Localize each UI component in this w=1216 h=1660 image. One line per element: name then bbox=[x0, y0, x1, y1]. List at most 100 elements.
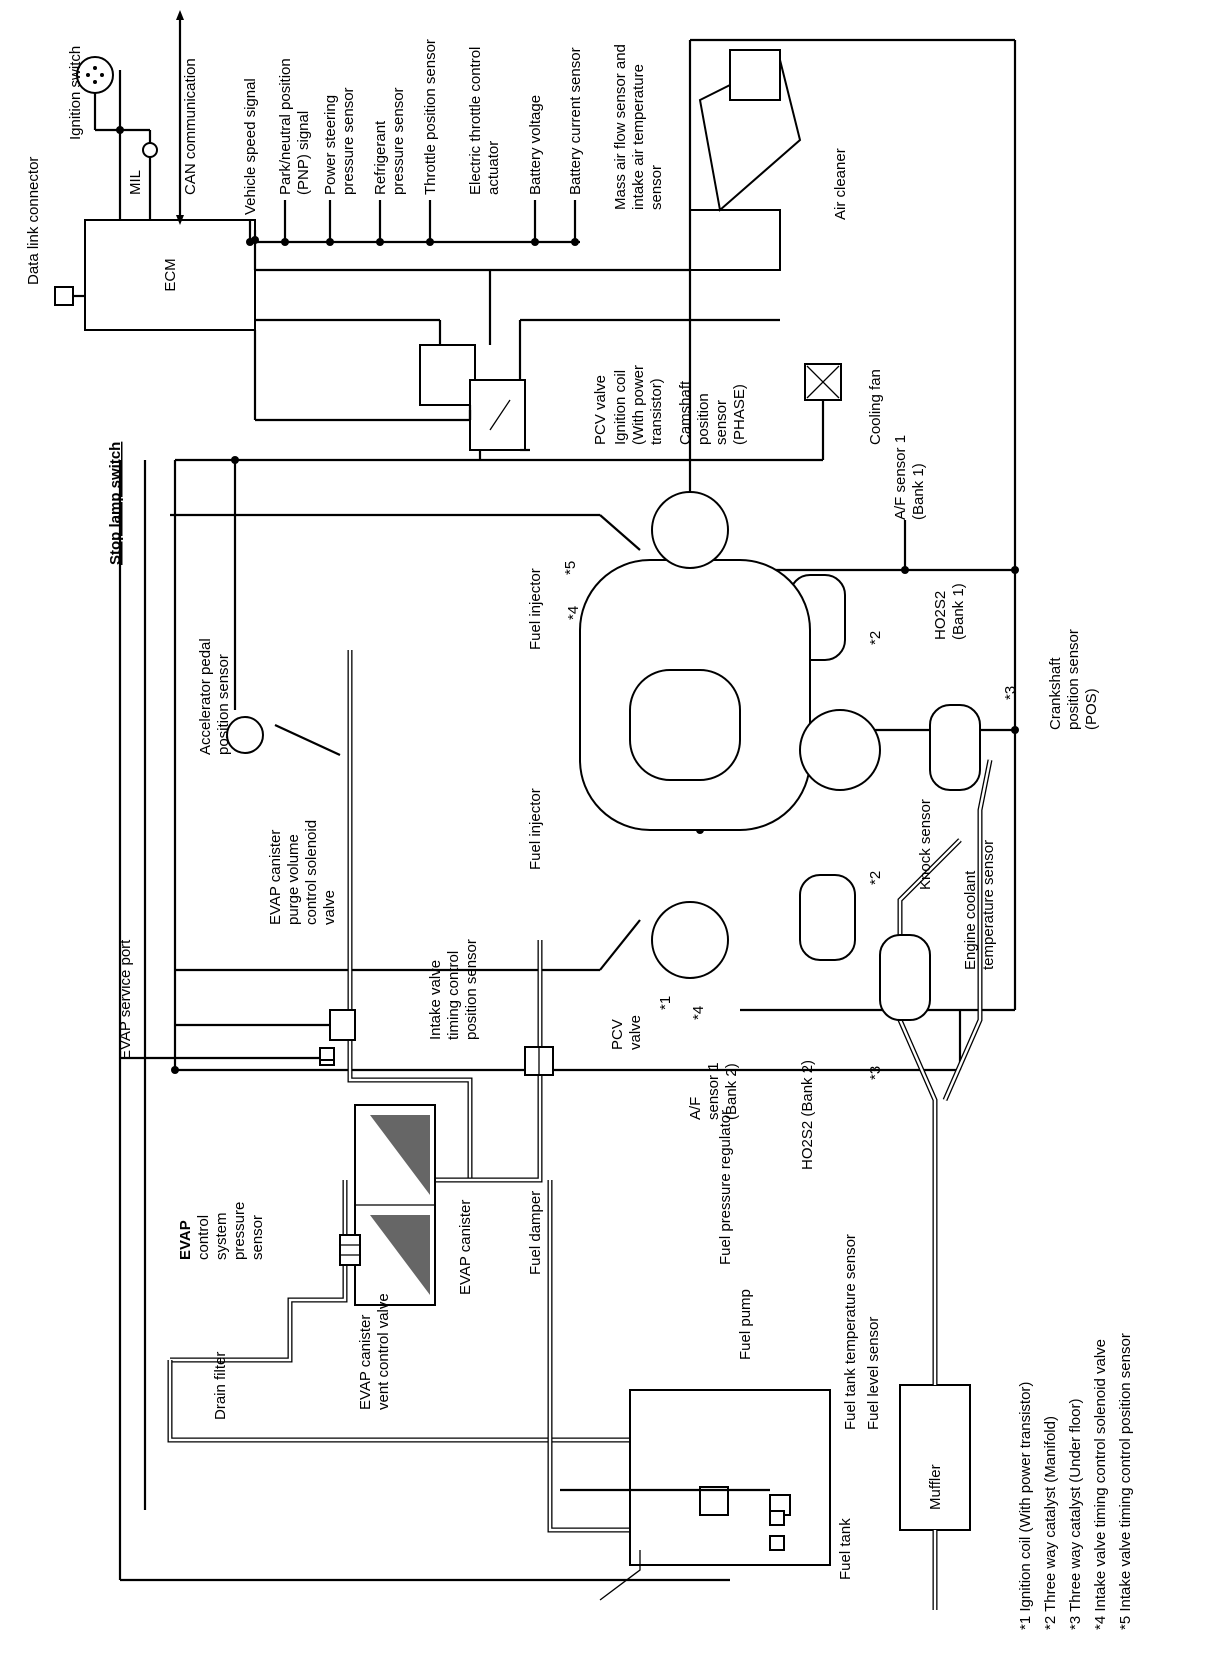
crankshaft-label-2: position sensor bbox=[1065, 629, 1082, 730]
ho2s2-bank1-label-a: HO2S2 bbox=[932, 591, 949, 640]
evap-service-port bbox=[319, 1047, 335, 1061]
note-star5: *5 bbox=[562, 561, 579, 575]
air-cleaner-label: Air cleaner bbox=[832, 148, 849, 220]
note-star3a: *3 bbox=[1002, 686, 1019, 700]
cylinder-bank2-icon bbox=[651, 901, 729, 979]
footnote-2: *2 Three way catalyst (Manifold) bbox=[1042, 1416, 1059, 1630]
evap-cs-label-3: system bbox=[213, 1212, 230, 1260]
ps-label-1: Power steering bbox=[322, 95, 339, 195]
evap-cs-label-4: pressure bbox=[231, 1202, 248, 1260]
fuel-injector-label-top: Fuel injector bbox=[527, 568, 544, 650]
tps-label: Throttle position sensor bbox=[422, 39, 439, 195]
fuel-pump-label: Fuel pump bbox=[737, 1289, 754, 1360]
muffler-label: Muffler bbox=[927, 1464, 944, 1510]
ho2s2-bank2-label: HO2S2 (Bank 2) bbox=[799, 1060, 816, 1170]
purge-label-4: valve bbox=[321, 890, 338, 925]
drain-filter-label: Drain filter bbox=[212, 1352, 229, 1420]
etc-label-2: actuator bbox=[485, 141, 502, 195]
af2-label-1: A/F bbox=[687, 1097, 704, 1120]
ect-label-1: Engine coolant bbox=[962, 870, 979, 970]
footnote-4: *4 Intake valve timing control solenoid … bbox=[1092, 1339, 1109, 1630]
crankshaft-icon bbox=[799, 709, 881, 791]
ivt-label-3: position sensor bbox=[463, 939, 480, 1040]
etc-label-1: Electric throttle control bbox=[467, 47, 484, 195]
note-star2b: *2 bbox=[867, 871, 884, 885]
knock-sensor-label: Knock sensor bbox=[917, 799, 934, 890]
footnote-5: *5 Intake valve timing control position … bbox=[1117, 1333, 1134, 1630]
ecm-box bbox=[84, 219, 256, 331]
af1-label-2: (Bank 1) bbox=[910, 463, 927, 520]
fuel-tank bbox=[629, 1389, 831, 1566]
fuel-tank-temp-label: Fuel tank temperature sensor bbox=[842, 1234, 859, 1430]
af2-label-2: sensor 1 bbox=[705, 1062, 722, 1120]
throttle-position-sensor-box bbox=[419, 344, 476, 406]
fuel-damper-label: Fuel damper bbox=[527, 1191, 544, 1275]
air-duct bbox=[689, 209, 781, 271]
battery-voltage-label: Battery voltage bbox=[527, 95, 544, 195]
note-star4a: *4 bbox=[565, 606, 582, 620]
ref-label-2: pressure sensor bbox=[390, 87, 407, 195]
camshaft-label-1: Camshaft bbox=[677, 380, 694, 445]
evap-cs-label-2: control bbox=[195, 1215, 212, 1260]
fuel-tank-temp-sensor bbox=[769, 1510, 785, 1526]
pcv-valve-label-2b: valve bbox=[627, 1015, 644, 1050]
footnotes: *1 Ignition coil (With power transistor)… bbox=[1017, 1333, 1134, 1630]
data-link-connector bbox=[54, 286, 74, 306]
catalyst-under-floor-bank2 bbox=[879, 934, 931, 1021]
note-star1: *1 bbox=[657, 996, 674, 1010]
air-cleaner-inlet bbox=[729, 49, 781, 101]
pnp-label-2: (PNP) signal bbox=[295, 111, 312, 195]
purge-label-1: EVAP canister bbox=[267, 830, 284, 925]
maf-label-1: Mass air flow sensor and bbox=[612, 44, 629, 210]
footnote-1: *1 Ignition coil (With power transistor) bbox=[1017, 1382, 1034, 1630]
camshaft-label-4: (PHASE) bbox=[731, 384, 748, 445]
note-star4b: *4 bbox=[690, 1006, 707, 1020]
app-label-2: position sensor bbox=[215, 654, 232, 755]
ect-label-2: temperature sensor bbox=[980, 840, 997, 970]
mil-label: MIL bbox=[127, 170, 144, 195]
ps-label-2: pressure sensor bbox=[340, 87, 357, 195]
purge-label-2: purge volume bbox=[285, 834, 302, 925]
af2-label-3: (Bank 2) bbox=[723, 1063, 740, 1120]
evap-purge-solenoid bbox=[329, 1009, 356, 1041]
vent-label-2: vent control valve bbox=[375, 1293, 392, 1410]
ignition-coil-label-3: transistor) bbox=[648, 378, 665, 445]
cooling-fan-label: Cooling fan bbox=[867, 369, 884, 445]
evap-canister-label: EVAP canister bbox=[457, 1200, 474, 1295]
fuel-level-sensor bbox=[769, 1535, 785, 1551]
evap-cs-label-5: sensor bbox=[249, 1215, 266, 1260]
purge-label-3: control solenoid bbox=[303, 820, 320, 925]
note-star2a: *2 bbox=[867, 631, 884, 645]
pcv-valve-label-1: PCV valve bbox=[592, 375, 609, 445]
ivt-label-2: timing control bbox=[445, 951, 462, 1040]
evap-cs-label-1: EVAP bbox=[177, 1220, 194, 1260]
af1-label-1: A/F sensor 1 bbox=[892, 435, 909, 520]
catalyst-under-floor-bank1 bbox=[929, 704, 981, 791]
camshaft-label-2: position bbox=[695, 393, 712, 445]
ho2s2-bank1-label-b: (Bank 1) bbox=[950, 583, 967, 640]
fpr-label: Fuel pressure regulator bbox=[717, 1110, 734, 1265]
footnote-3: *3 Three way catalyst (Under floor) bbox=[1067, 1399, 1084, 1630]
fuel-tank-label: Fuel tank bbox=[837, 1518, 854, 1580]
note-star3b: *3 bbox=[867, 1066, 884, 1080]
intake-plenum bbox=[629, 669, 741, 781]
ignition-coil-label-1: Ignition coil bbox=[612, 370, 629, 445]
fuel-injector-label-bottom: Fuel injector bbox=[527, 788, 544, 870]
mil-lamp-icon bbox=[142, 142, 158, 158]
ignition-coil-label-2: (With power bbox=[630, 365, 647, 445]
crankshaft-label-1: Crankshaft bbox=[1047, 657, 1064, 730]
ivt-label-1: Intake valve bbox=[427, 960, 444, 1040]
pnp-label-1: Park/neutral position bbox=[277, 58, 294, 195]
catalyst-manifold-bank2 bbox=[799, 874, 856, 961]
data-link-connector-label: Data link connector bbox=[25, 157, 42, 285]
vehicle-speed-label: Vehicle speed signal bbox=[242, 78, 259, 215]
cylinder-bank1-icon bbox=[651, 491, 729, 569]
battery-current-label: Battery current sensor bbox=[567, 47, 584, 195]
ref-label-1: Refrigerant bbox=[372, 120, 389, 195]
evap-service-port-label: EVAP service port bbox=[117, 939, 134, 1060]
camshaft-label-3: sensor bbox=[713, 400, 730, 445]
fuel-level-label: Fuel level sensor bbox=[865, 1317, 882, 1430]
